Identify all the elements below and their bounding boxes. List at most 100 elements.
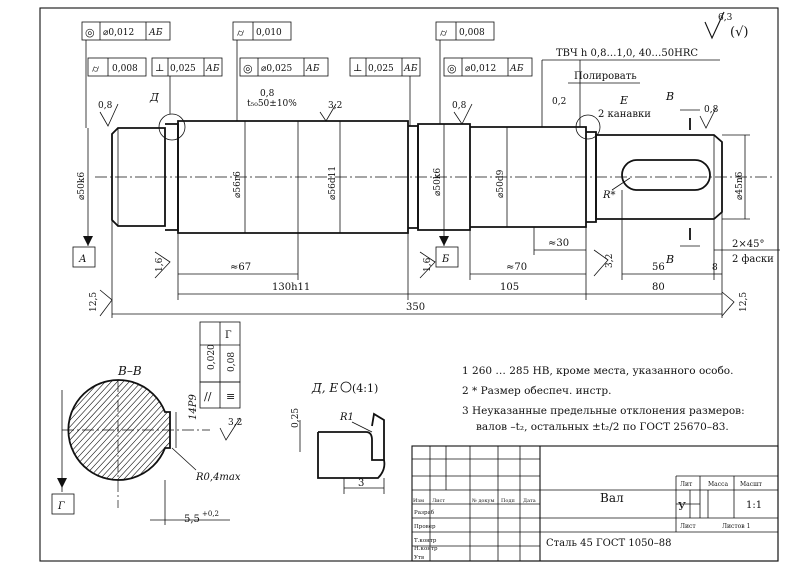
svg-text:Г: Г [225,330,232,341]
svg-text:0,08: 0,08 [227,352,237,372]
svg-text:R1: R1 [339,412,354,423]
svg-text:◎: ◎ [243,62,253,75]
svg-text:6,3: 6,3 [718,13,733,23]
datum-b: Б [435,230,459,268]
svg-text:+0,2: +0,2 [202,510,219,518]
fcf-concentricity-1: ◎ ⌀0,012 АБ [81,21,171,128]
svg-text:Подп: Подп [501,498,515,504]
svg-text:⌭: ⌭ [440,28,448,39]
svg-text:Изм: Изм [413,498,424,504]
svg-text:0,008: 0,008 [459,28,485,38]
section-outline [67,379,171,481]
svg-text:◎: ◎ [447,62,457,75]
datum-g: Г [57,501,65,512]
part-name: Вал [600,491,624,505]
dim-130h11: 130h11 [272,282,310,293]
label-v-top: В [665,90,674,103]
svg-text:У: У [678,500,686,513]
grooves-note: 2 канавки [598,109,651,120]
section-hatch-line [68,380,123,480]
svg-text:АБ: АБ [148,28,163,38]
svg-text:АБ: АБ [509,64,524,74]
dim-d56d11: ⌀56d11 [328,166,338,200]
note-2: 2 * Размер обеспеч. инстр. [462,385,611,397]
section-hatch-line [68,380,129,480]
detail-d-circle [158,113,186,141]
radius-note: R0,4max [195,472,241,483]
bearing-ratio-note: t₅₀50±10% [247,99,297,109]
svg-text:Т.контр: Т.контр [414,538,437,544]
svg-text:Б: Б [441,254,450,265]
detail-e-circle [575,114,601,140]
note-1: 1 260 … 285 НВ, кроме места, указанного … [462,365,733,377]
tvch-note: ТВЧ h 0,8…1,0, 40…50HRC [556,48,698,59]
svg-text:0,2: 0,2 [552,97,566,107]
dim-105: 105 [500,282,519,293]
polish-note: Полировать [574,71,637,82]
svg-text:0,025: 0,025 [368,64,394,74]
section-hatch-line [68,380,117,480]
dim-d50k6-left: ⌀50k6 [77,172,87,200]
svg-text:Разраб: Разраб [414,509,435,516]
view-labels: Д Е В В R* [149,90,674,266]
svg-text:0,008: 0,008 [112,64,138,74]
svg-text:А: А [78,254,87,265]
dim-56: 56 [652,262,665,273]
svg-text:3,2: 3,2 [228,418,242,428]
key-depth: 5,5 [184,514,200,525]
chamfer-note: 2×45° [732,239,764,250]
section-v-v: В–В Г 14P9 0,020 0,08 Г // ≡ R0,4max 5,5… [51,321,242,525]
detail-d-e: Д, Е (4:1) 0,25 R1 3 [291,381,386,494]
section-hatch-line [68,380,159,480]
svg-text:№ докум: № докум [472,498,494,504]
datum-a: А [72,226,96,268]
section-hatch-line [95,380,170,480]
svg-text:⌭: ⌭ [92,64,100,75]
section-hatch-line [113,380,170,480]
svg-text:АБ: АБ [305,64,320,74]
label-r-star: R* [602,190,616,201]
svg-text:◎: ◎ [85,26,95,39]
svg-text:Утв: Утв [414,555,424,561]
dim-8: 8 [712,263,718,273]
fcf-cylindricity-3: ⌭ 0,008 [435,21,495,124]
svg-text:⊥: ⊥ [155,63,164,74]
svg-text:Провер: Провер [414,524,436,530]
fcf-concentricity-3: ◎ ⌀0,012 АБ [443,57,533,77]
fcf-cylindricity-2: ⌭ 0,010 [232,21,292,121]
dim-67: ≈67 [230,262,251,273]
note-3: 3 Неуказанные предельные отклонения разм… [462,405,745,417]
section-hatch-line [68,380,111,480]
svg-text:(√): (√) [730,25,748,40]
keyway-width: 14P9 [188,394,199,420]
section-title: В–В [117,364,142,378]
label-d: Д [149,91,160,104]
detail-title: Д, Е [311,381,338,395]
section-hatch-line [89,380,170,480]
svg-text://: // [204,390,212,403]
section-hatch-line [68,380,147,480]
fcf-perpendicularity-1: ⊥ 0,025 АБ [151,57,223,114]
label-e: Е [619,94,628,107]
top-notes: ТВЧ h 0,8…1,0, 40…50HRC Полировать t₅₀50… [247,48,780,265]
svg-text:⌭: ⌭ [237,28,245,39]
shaft-main-view [95,109,775,247]
section-hatch-line [83,380,170,480]
svg-text:Лист: Лист [432,498,445,504]
note-3-cont: валов –t₂, остальных ±t₂/2 по ГОСТ 25670… [476,421,729,433]
section-hatch-line [68,380,153,480]
label-v-bottom: В [665,253,674,266]
svg-text:АБ: АБ [205,64,220,74]
section-hatch-line [101,380,170,480]
keyway-slot [621,159,711,191]
svg-text:0,025: 0,025 [170,64,196,74]
dim-d50k6-right: ⌀50k6 [433,168,443,196]
svg-text:3: 3 [358,478,364,489]
svg-text:0,8: 0,8 [452,101,467,111]
section-hatch-line [68,380,135,480]
svg-text:Масса: Масса [708,481,728,488]
svg-text:0,8: 0,8 [704,105,719,115]
svg-text:0,020: 0,020 [207,344,217,370]
svg-text:Лист: Лист [680,523,696,530]
